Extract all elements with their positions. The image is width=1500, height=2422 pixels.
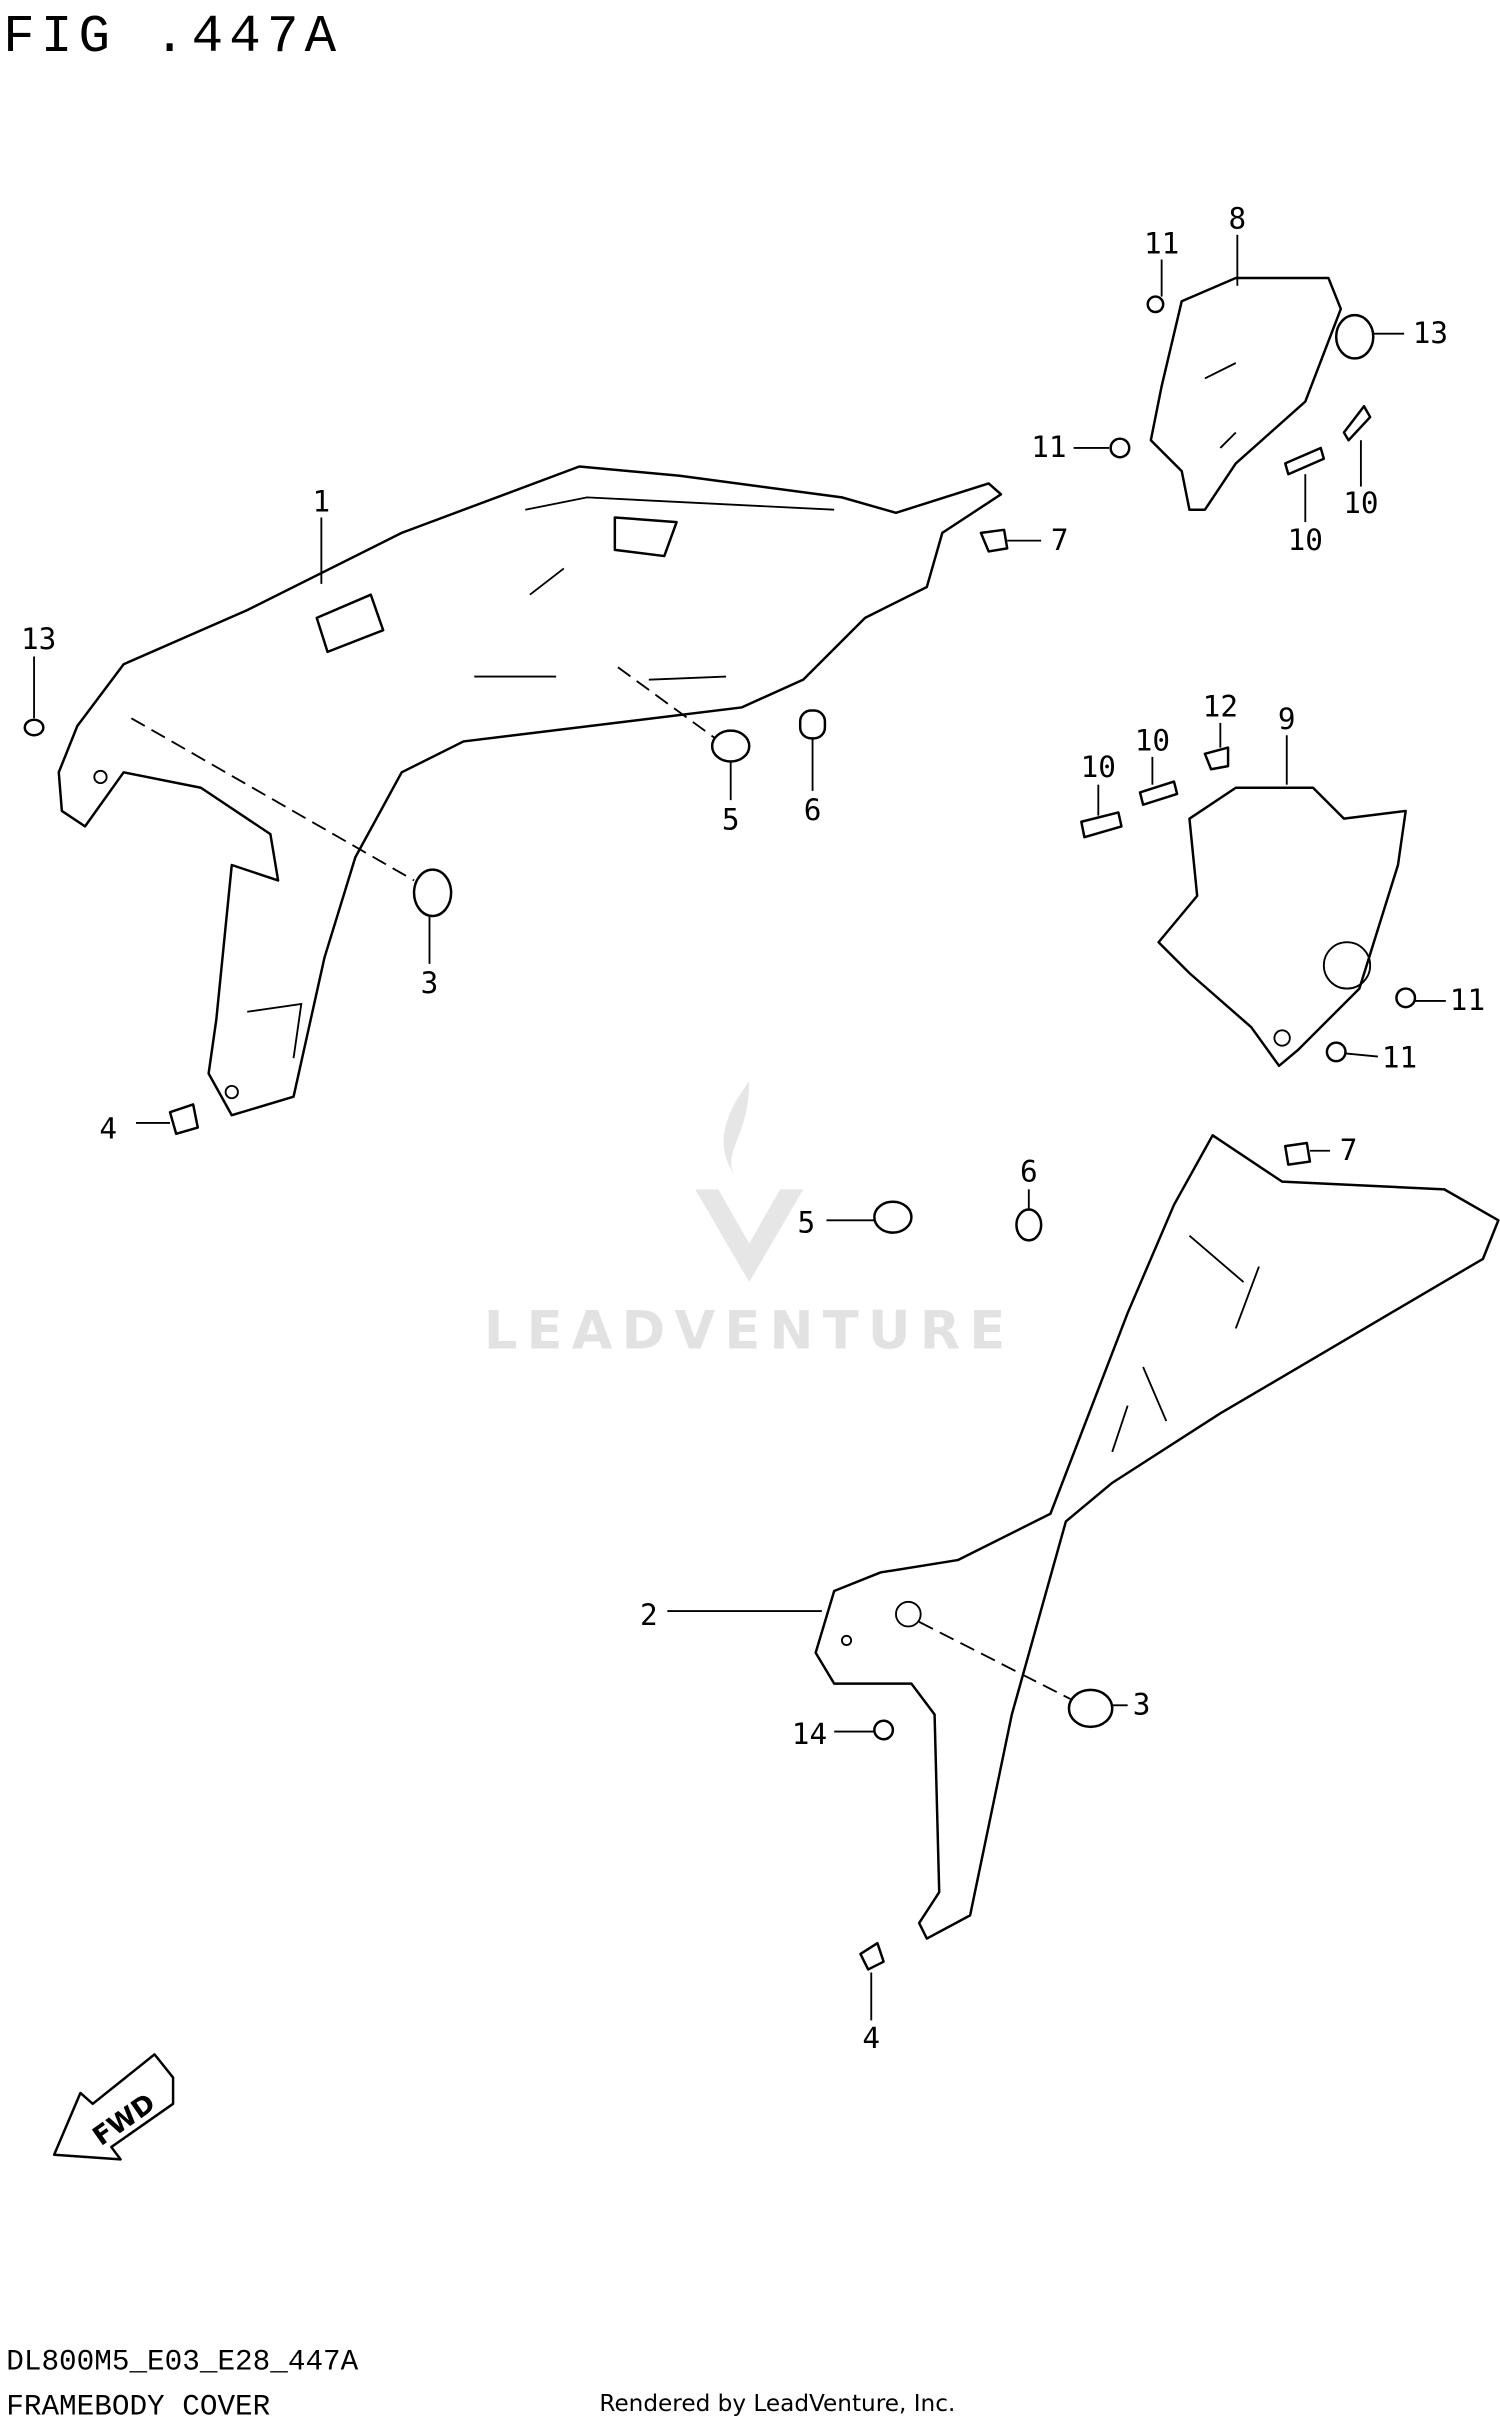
callout-3: 3 xyxy=(1133,1688,1151,1722)
part-9-lower-bracket-cover xyxy=(1157,786,1407,1068)
callout-7: 7 xyxy=(1340,1133,1358,1167)
callout-1: 1 xyxy=(313,484,331,518)
part-8-upper-bracket-cover xyxy=(1149,276,1343,511)
figure-code: DL800M5_E03_E28_447A xyxy=(6,2345,358,2378)
callout-9: 9 xyxy=(1278,702,1296,736)
callout-6: 6 xyxy=(804,793,822,827)
callout-4: 4 xyxy=(99,1111,117,1145)
callout-5: 5 xyxy=(722,802,740,836)
callout-6: 6 xyxy=(1020,1155,1038,1189)
callout-14: 14 xyxy=(792,1717,827,1751)
hardware-parts xyxy=(23,295,1417,1971)
callout-11: 11 xyxy=(1144,226,1179,260)
callout-2: 2 xyxy=(640,1598,658,1632)
callout-10: 10 xyxy=(1135,724,1170,758)
callout-11: 11 xyxy=(1450,983,1485,1017)
callout-labels: 1 13 3 4 5 6 7 8 11 13 11 10 10 12 9 10 … xyxy=(21,202,1485,2056)
figure-title: FIG .447A xyxy=(3,7,342,67)
callout-10: 10 xyxy=(1288,523,1323,557)
callout-7: 7 xyxy=(1051,523,1069,557)
fwd-arrow-icon: FWD xyxy=(52,2053,175,2161)
watermark: LEADVENTURE xyxy=(484,1081,1015,1361)
callout-4: 4 xyxy=(862,2021,880,2055)
callout-10: 10 xyxy=(1343,486,1378,520)
callout-12: 12 xyxy=(1203,690,1238,724)
callout-5: 5 xyxy=(798,1206,816,1240)
part-1-frame-cover-left xyxy=(57,465,1003,1117)
callout-10: 10 xyxy=(1081,750,1116,784)
callout-13: 13 xyxy=(1413,316,1448,350)
leader-lines xyxy=(33,234,1446,2021)
credit-text: Rendered by LeadVenture, Inc. xyxy=(599,2391,955,2417)
part-2-frame-cover-right xyxy=(814,1134,1500,1940)
figure-name: FRAMEBODY COVER xyxy=(6,2390,270,2422)
callout-11: 11 xyxy=(1382,1040,1417,1074)
callout-13: 13 xyxy=(21,622,56,656)
watermark-text: LEADVENTURE xyxy=(484,1300,1015,1361)
callout-8: 8 xyxy=(1228,202,1246,236)
callout-3: 3 xyxy=(421,966,439,1000)
callout-11: 11 xyxy=(1031,430,1066,464)
